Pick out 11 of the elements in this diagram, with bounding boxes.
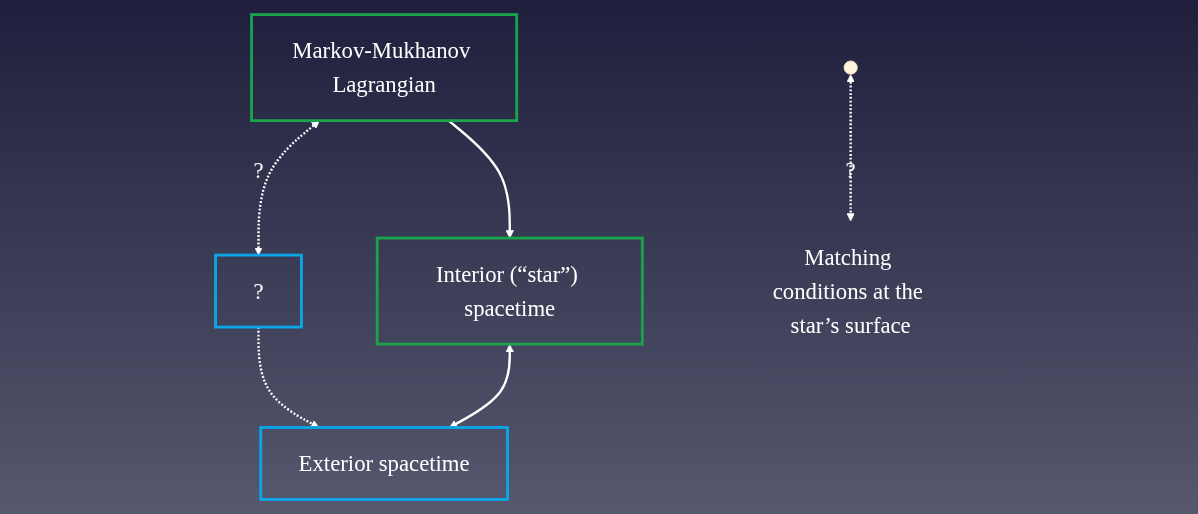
node-box: Markov-Mukhanov Lagrangian: [249, 13, 518, 123]
arrow: [447, 119, 514, 239]
node-box: ?: [213, 253, 303, 329]
arrow: [846, 74, 855, 222]
arrow: [256, 327, 319, 428]
arrow: [448, 344, 514, 428]
node-text: Matching conditions at the star’s surface: [772, 244, 923, 338]
node-box: Exterior spacetime: [258, 426, 509, 501]
edge-label: ?: [253, 158, 264, 184]
arrow: [253, 120, 320, 256]
node-box: Interior (“star”) spacetime: [375, 236, 644, 346]
